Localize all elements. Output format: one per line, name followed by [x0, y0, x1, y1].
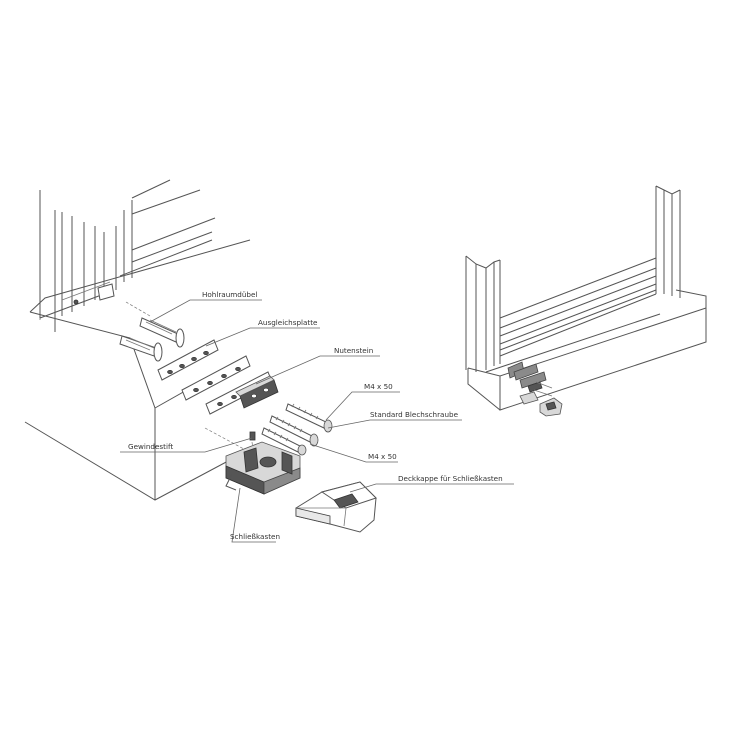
label-schliesskasten: Schließkasten	[230, 532, 280, 541]
labels: Hohlraumdübel Ausgleichsplatte Nutenstei…	[128, 290, 503, 541]
leader-lines	[120, 299, 514, 543]
slot-nut	[235, 375, 279, 409]
label-hohlraumduebel: Hohlraumdübel	[202, 290, 257, 299]
label-ausgleichsplatte: Ausgleichsplatte	[258, 318, 318, 327]
sill-block	[24, 239, 251, 501]
label-standard-blechschraube: Standard Blechschraube	[370, 410, 459, 419]
right-overview	[465, 185, 707, 417]
label-m4x50-bottom: M4 x 50	[368, 452, 397, 461]
hollow-wall-anchors	[119, 301, 185, 362]
label-m4x50-top: M4 x 50	[364, 382, 393, 391]
mini-parts	[507, 361, 563, 417]
door-frame	[39, 179, 216, 332]
screw-hole-icon	[73, 299, 79, 305]
lock-box	[225, 441, 301, 495]
left-assembly-view: Hohlraumdübel Ausgleichsplatte Nutenstei…	[24, 179, 514, 543]
label-gewindestift: Gewindestift	[128, 442, 173, 451]
label-deckkappe: Deckkappe für Schließkasten	[398, 474, 503, 483]
lock-cover-cap	[295, 481, 377, 533]
screws	[261, 403, 333, 456]
label-nutenstein: Nutenstein	[334, 346, 373, 355]
